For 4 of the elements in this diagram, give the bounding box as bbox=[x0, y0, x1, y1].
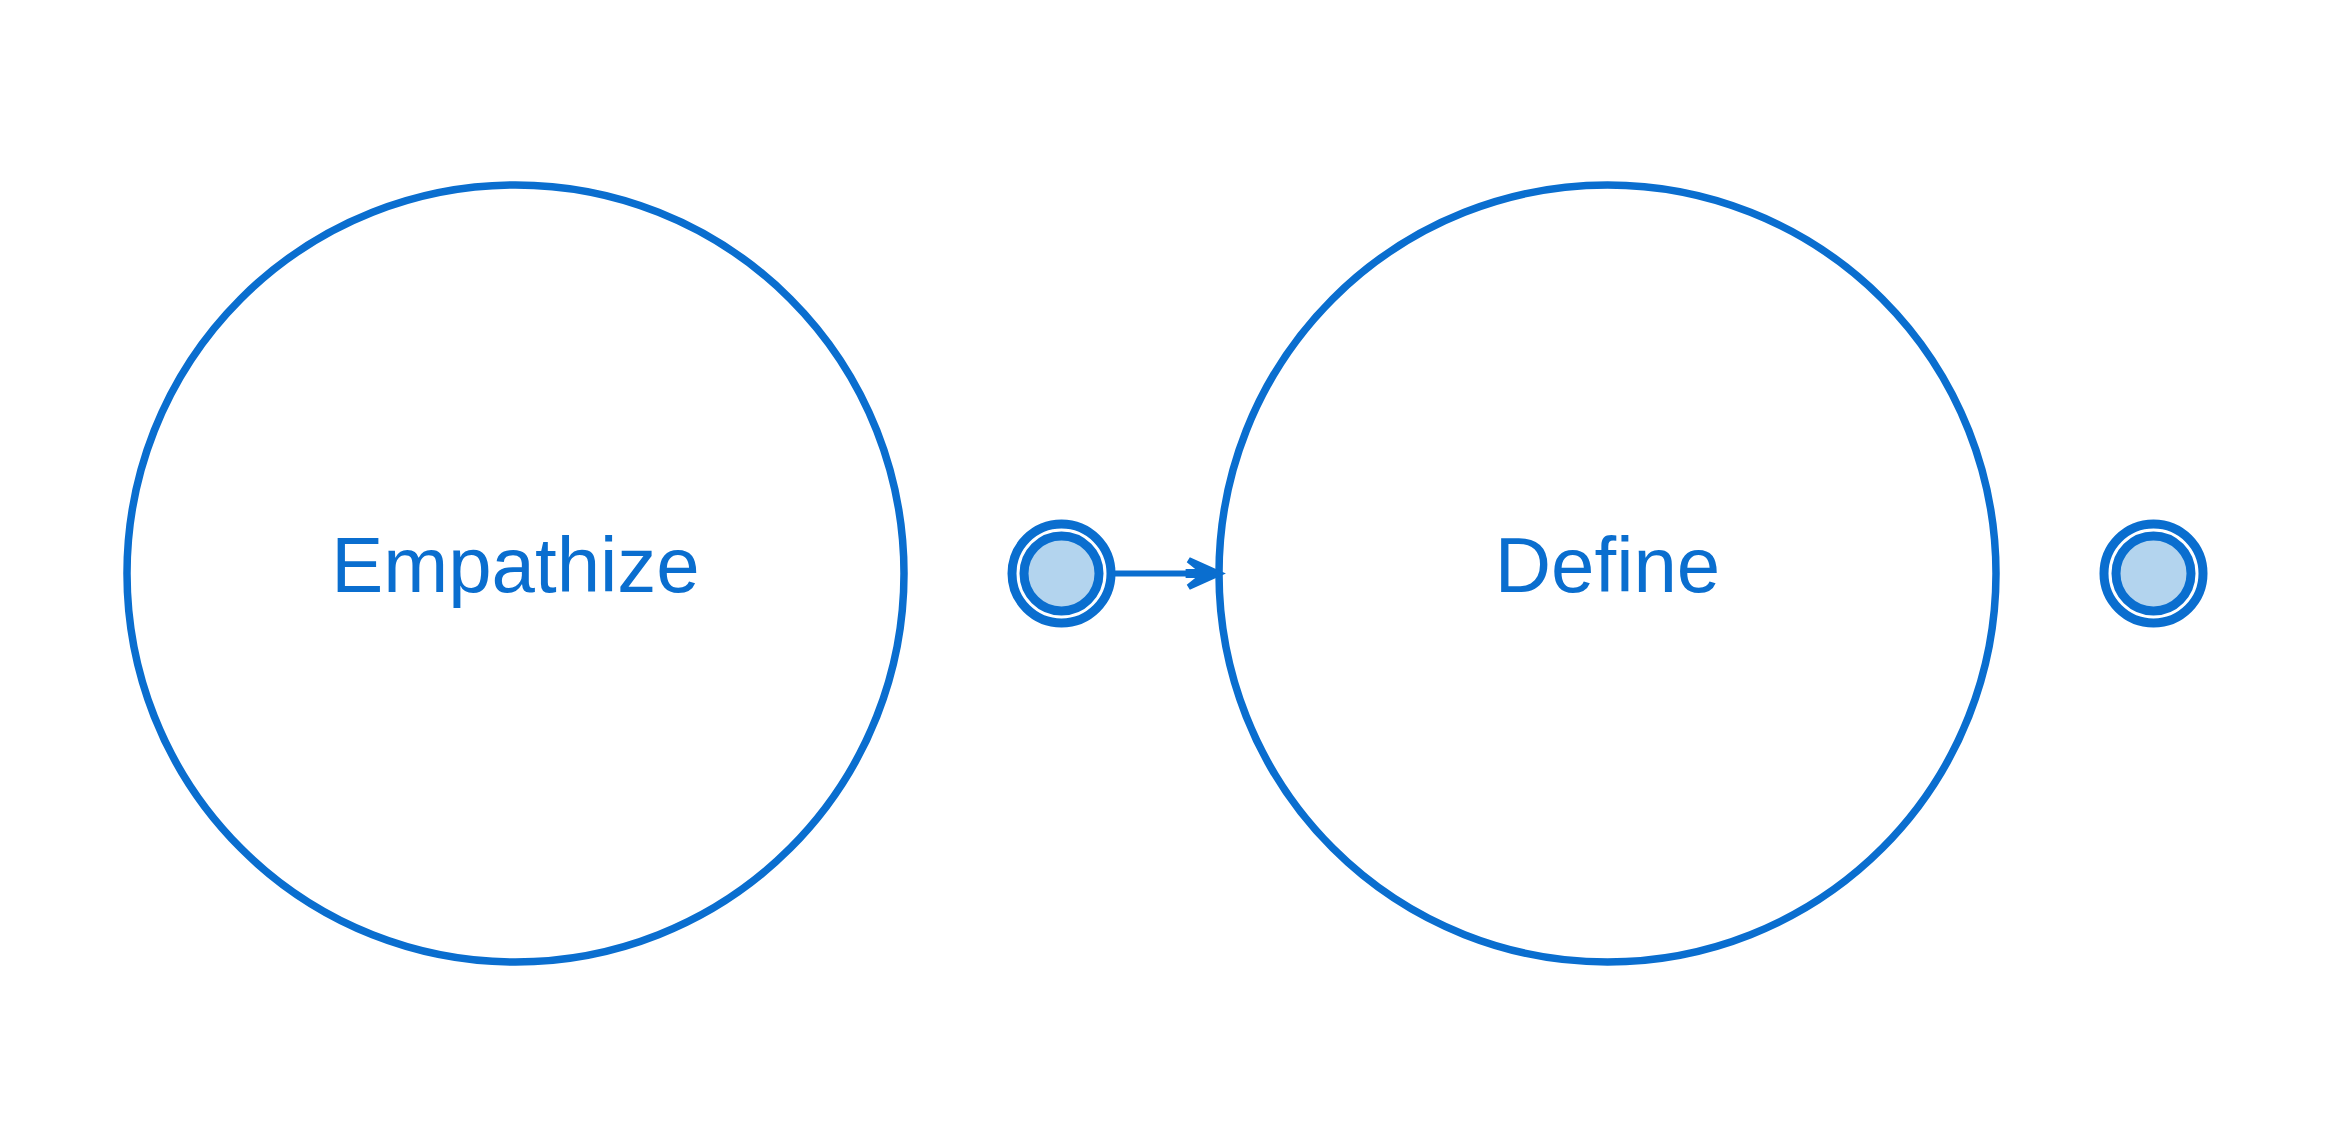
node-circle: Define bbox=[1215, 180, 2000, 966]
node-circle bbox=[2099, 519, 2208, 627]
node-circle bbox=[1007, 519, 1116, 627]
node-circle: Empathize bbox=[123, 180, 908, 966]
